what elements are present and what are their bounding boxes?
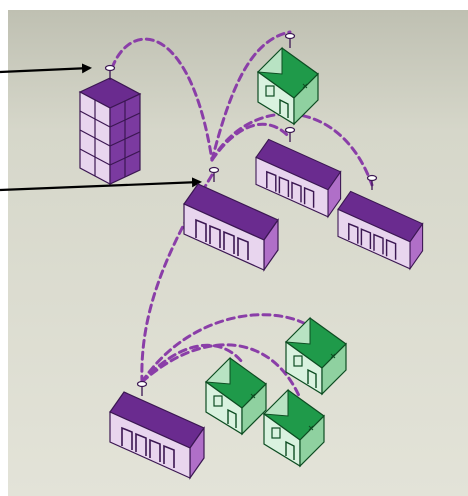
link-bottom-to-house-bottom-right [140,343,302,400]
link-bottom-to-house-mid-right [140,313,320,384]
link-bottom-to-house-bottom-left [140,343,244,384]
office-tower-icon [78,64,142,185]
link-hub-to-house-top [210,30,292,162]
pointer-arrow-hub-building [0,177,202,192]
link-hub-to-office-tower [110,37,214,162]
pointer-arrow-office-tower [0,63,92,74]
